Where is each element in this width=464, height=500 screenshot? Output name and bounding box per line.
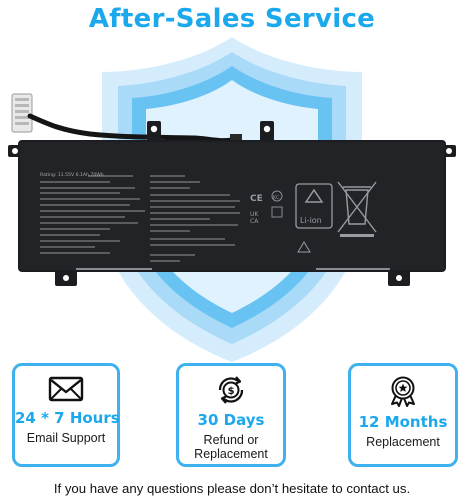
card-subtitle-line1: Refund or xyxy=(203,433,259,447)
page-title: After-Sales Service xyxy=(88,4,376,34)
award-medal-icon xyxy=(391,376,415,407)
svg-text:Rating: 11.55V 6.1Ah 70Wh: Rating: 11.55V 6.1Ah 70Wh xyxy=(40,172,104,178)
svg-text:CA: CA xyxy=(250,218,259,225)
battery-pack: Rating: 11.55V 6.1Ah 70Wh CE UK CA KC Li… xyxy=(8,121,456,286)
money-back-icon: $ xyxy=(218,376,244,404)
svg-text:$: $ xyxy=(228,386,235,397)
card-headline: 12 Months xyxy=(358,413,448,431)
card-headline: 24 * 7 Hours xyxy=(15,409,120,427)
card-subtitle: Replacement xyxy=(366,435,440,449)
envelope-icon xyxy=(48,376,84,402)
support-card-warranty: 12 Months Replacement xyxy=(348,363,458,467)
support-card-email: 24 * 7 Hours Email Support xyxy=(12,363,120,467)
support-card-refund: $ 30 Days Refund or Replacement xyxy=(176,363,286,467)
svg-text:UK: UK xyxy=(250,211,259,218)
battery-cable xyxy=(11,93,242,144)
svg-text:KC: KC xyxy=(273,195,280,201)
card-subtitle-line2: Replacement xyxy=(194,447,268,461)
svg-text:CE: CE xyxy=(250,194,263,204)
card-subtitle: Email Support xyxy=(26,431,106,445)
contact-footer: If you have any questions please don’t h… xyxy=(53,481,411,496)
product-hero: Rating: 11.55V 6.1Ah 70Wh CE UK CA KC Li… xyxy=(8,37,456,362)
card-headline: 30 Days xyxy=(197,411,265,429)
card-subtitle: Refund or Replacement xyxy=(179,433,283,461)
svg-text:Li-ion: Li-ion xyxy=(300,216,322,225)
